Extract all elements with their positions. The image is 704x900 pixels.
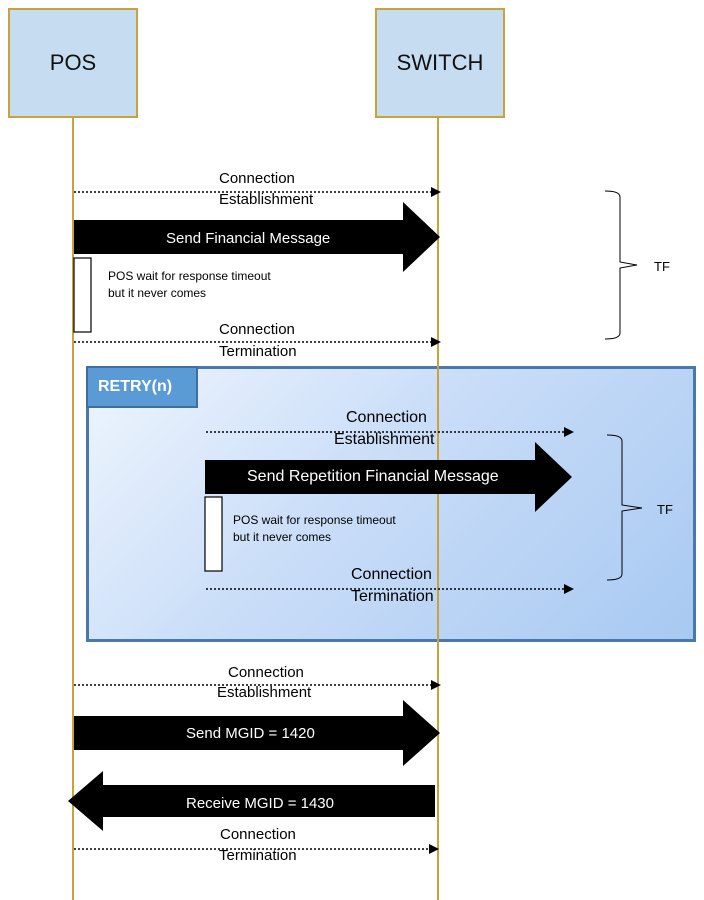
main-conn-termination-label-2: Termination <box>219 343 297 360</box>
main-note-line-1: POS wait for response timeout <box>108 269 271 283</box>
retry-tag-label: RETRY(n) <box>98 378 173 395</box>
switch-lifeline <box>437 118 439 900</box>
retry-conn-establishment-arrow <box>206 427 574 437</box>
send-financial-arrow <box>74 202 440 272</box>
final-conn-termination-arrow <box>74 844 439 854</box>
final-conn-termination-label-2: Termination <box>219 847 297 864</box>
final-conn-establishment-label-1: Connection <box>228 664 304 681</box>
retry-tag: RETRY(n) <box>86 366 198 408</box>
send-repetition-label: Send Repetition Financial Message <box>247 468 499 485</box>
actor-switch-label: SWITCH <box>396 50 484 75</box>
actor-switch: SWITCH <box>375 8 505 118</box>
retry-note-line-2: but it never comes <box>233 530 332 544</box>
send-financial-label: Send Financial Message <box>166 230 331 247</box>
final-conn-establishment-arrow <box>74 680 441 690</box>
final-conn-termination-label-1: Connection <box>220 826 296 843</box>
main-conn-establishment-label-1: Connection <box>219 170 295 187</box>
main-tf-label: TF <box>654 259 670 274</box>
retry-tf-bracket <box>606 434 643 581</box>
retry-conn-termination-label-2: Termination <box>351 588 434 605</box>
retry-timeout-bar <box>204 496 223 572</box>
retry-note-line-1: POS wait for response timeout <box>233 513 396 527</box>
retry-conn-termination-label-1: Connection <box>351 566 432 583</box>
actor-pos-label: POS <box>49 50 97 75</box>
send-repetition-arrow <box>205 442 572 512</box>
final-conn-establishment-label-2: Establishment <box>217 684 312 701</box>
retry-conn-establishment-label-2: Establishment <box>334 431 435 448</box>
receive-mgid-label: Receive MGID = 1430 <box>186 795 334 812</box>
main-tf-bracket <box>604 190 638 340</box>
retry-tf-label: TF <box>657 502 673 517</box>
main-note-line-2: but it never comes <box>108 286 207 300</box>
pos-lifeline <box>72 118 74 900</box>
retry-conn-establishment-label-1: Connection <box>346 409 427 426</box>
actor-pos: POS <box>8 8 138 118</box>
send-mgid-label: Send MGID = 1420 <box>186 725 315 742</box>
main-conn-termination-arrow <box>74 337 441 347</box>
main-conn-termination-label-1: Connection <box>219 321 295 338</box>
send-mgid-arrow <box>74 700 440 766</box>
receive-mgid-arrow <box>68 771 435 831</box>
retry-frame <box>86 366 696 642</box>
main-timeout-bar <box>73 257 92 333</box>
main-conn-establishment-arrow <box>74 187 441 197</box>
main-conn-establishment-label-2: Establishment <box>219 191 314 208</box>
retry-conn-termination-arrow <box>206 584 574 594</box>
